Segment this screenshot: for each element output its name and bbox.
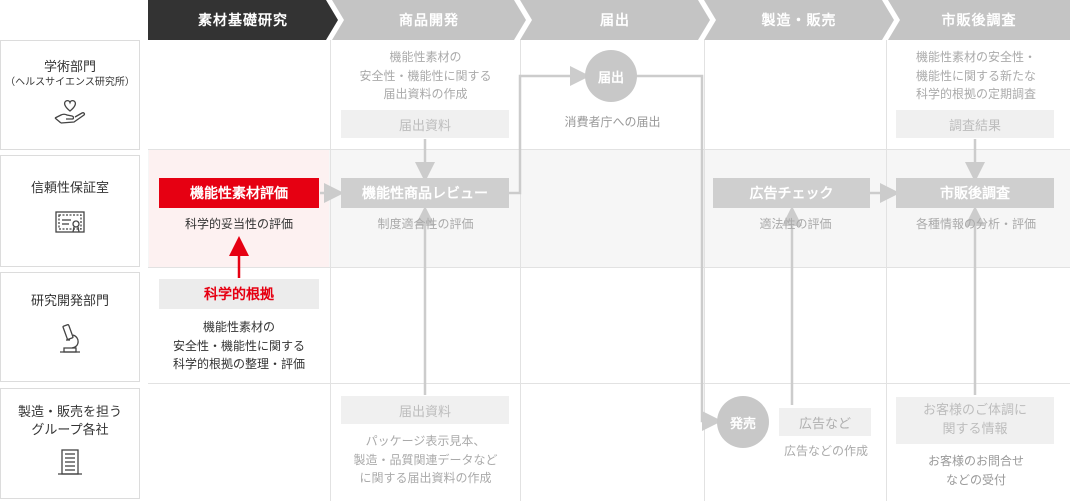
basis-desc-line: 機能性素材の [202,320,275,334]
research-highlight [149,150,329,267]
column-divider [330,40,331,501]
dept-name-line1: 製造・販売を担う [17,405,122,421]
desc-line: に関する届出資料の作成 [359,471,492,486]
dept-academic: 学術部門 （ヘルスサイエンス研究所） [0,40,140,150]
notification-desc: 消費者庁への届出 [564,115,661,129]
functional-material-eval: 機能性素材評価 [159,178,319,208]
desc-line: パッケージ表示見本、 [365,434,486,448]
chevron-shape [332,0,526,40]
desc-line: 製造・品質関連データなど [353,452,498,467]
launch-circle: 発売 [717,396,769,448]
stage-label: 商品開発 [399,13,459,29]
dept-group-companies: 製造・販売を担う グループ各社 [0,388,140,499]
stage-label: 素材基礎研究 [198,13,288,29]
row-divider [148,149,1070,150]
stage-label: 製造・販売 [761,13,837,29]
row-divider [148,267,1070,268]
basis-desc-line: 科学的根拠の整理・評価 [172,357,305,372]
ad-check-desc: 適法性の評価 [759,217,832,231]
post-market-survey: 市販後調査 [896,178,1054,208]
desc-line: などの受付 [945,472,1006,487]
column-divider [704,40,705,501]
ads-box: 広告など [779,408,871,436]
desc-line: 科学的根拠の定期調査 [915,87,1036,102]
scientific-basis: 科学的根拠 [159,279,319,309]
functional-product-review: 機能性商品レビュー [341,178,509,208]
info-line: 関する情報 [942,421,1008,437]
stage-basic-research: 素材基礎研究 [148,0,338,40]
notification-doc-bottom: 届出資料 [341,396,509,424]
product-dev-top-desc: 機能性素材の 安全性・機能性に関する 届出資料の作成 [331,48,520,104]
dept-rnd: 研究開発部門 [0,272,140,382]
stage-label: 届出 [600,13,630,29]
eval-desc: 科学的妥当性の評価 [184,217,293,231]
notification-doc-top: 届出資料 [341,110,509,138]
row-divider [148,383,1070,384]
certificate-icon [54,210,86,242]
survey-result: 調査結果 [896,110,1054,138]
chevron-shape [520,0,710,40]
dept-name: 学術部門 [43,59,96,75]
info-line: お客様のご体調に [922,402,1027,418]
stage-manufacturing: 製造・販売 [704,0,894,40]
basis-desc: 機能性素材の 安全性・機能性に関する 科学的根拠の整理・評価 [149,318,329,374]
desc-line: 機能性素材の安全性・ [915,50,1036,64]
hand-heart-icon [52,98,88,132]
desc-line: 安全性・機能性に関する [359,68,492,83]
microscope-icon [56,323,84,361]
basis-desc-line: 安全性・機能性に関する [172,338,305,353]
stage-notification: 届出 [520,0,710,40]
ad-check: 広告チェック [713,178,870,208]
dept-quality-assurance: 信頼性保証室 [0,155,140,267]
desc-line: 機能性に関する新たな [915,68,1036,83]
desc-line: 届出資料の作成 [383,87,468,102]
chevron-shape [704,0,894,40]
dept-name: 信頼性保証室 [30,181,109,197]
chevron-shape [148,0,338,40]
column-divider [520,40,521,501]
building-icon [56,447,84,483]
column-divider [886,40,887,501]
desc-line: 機能性素材の [389,50,462,64]
stage-product-dev: 商品開発 [332,0,526,40]
post-market-top-desc: 機能性素材の安全性・ 機能性に関する新たな 科学的根拠の定期調査 [887,48,1065,104]
bottom-doc-desc: パッケージ表示見本、 製造・品質関連データなど に関する届出資料の作成 [331,432,520,488]
stage-post-market: 市販後調査 [888,0,1070,40]
desc-line: お客様のお問合せ [927,454,1024,468]
dept-sub: （ヘルスサイエンス研究所） [5,77,135,89]
review-desc: 制度適合性の評価 [377,217,474,231]
stage-label: 市販後調査 [941,13,1017,29]
survey-desc: 各種情報の分析・評価 [915,217,1036,231]
dept-name: 研究開発部門 [30,294,109,310]
customer-health-info: お客様のご体調に 関する情報 [896,397,1054,444]
dept-name-line2: グループ各社 [31,422,109,438]
notification-circle: 届出 [585,50,637,102]
chevron-shape [888,0,1070,40]
customer-desc: お客様のお問合せ などの受付 [887,452,1065,489]
ads-desc: 広告などの作成 [783,444,868,458]
